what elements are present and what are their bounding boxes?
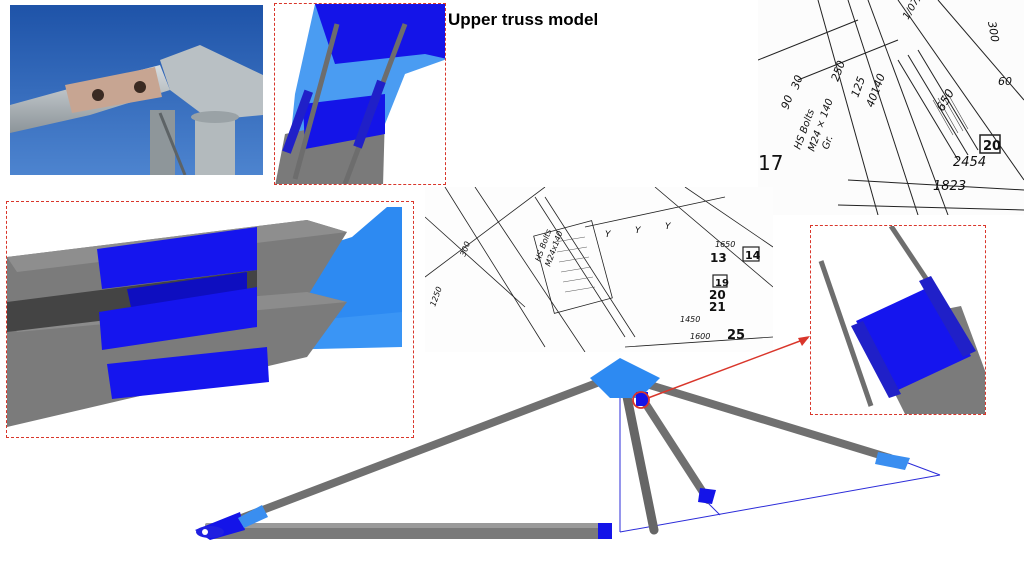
item-label: 14 [745, 249, 761, 262]
dim-label: 1600 [690, 332, 710, 341]
note-label: Gr. [820, 134, 835, 151]
detail-view-right [810, 225, 986, 415]
dim-label: 1823 [933, 179, 966, 194]
dim-label: 40 [864, 91, 881, 109]
item-label: 13 [710, 251, 727, 265]
dim-label: 60 [998, 75, 1012, 88]
dim-label: 2454 [953, 155, 986, 170]
item-label: 20 [709, 288, 726, 302]
page-title: Upper truss model [448, 10, 599, 29]
note-label: Y [665, 222, 672, 232]
drawing-middle: 13 14 19 20 21 25 1650 300 1450 1600 125… [425, 187, 773, 352]
note-label: Y [605, 230, 612, 240]
callout-arrow [647, 336, 810, 399]
dim-label: 90 [779, 93, 796, 111]
detail-view-large [6, 201, 414, 438]
drawing-top-right: 1823 2454 650 300 250 125 40 30 60 90 14… [758, 0, 1024, 215]
item-label: 21 [709, 300, 726, 314]
item-label: 19 [715, 278, 729, 289]
boxed-item-label: 20 [983, 139, 1001, 154]
truss-model [0, 340, 1024, 570]
sheet-number: 17 [758, 151, 783, 175]
detail-view-top [274, 3, 446, 185]
item-label: 25 [727, 328, 745, 343]
dim-label: 1650 [715, 240, 735, 249]
dim-label: 30 [789, 73, 806, 91]
dim-label: 300 [985, 20, 1001, 43]
dim-label: 1450 [680, 315, 700, 324]
joint-photo [10, 5, 263, 175]
note-label: Y [635, 226, 642, 236]
